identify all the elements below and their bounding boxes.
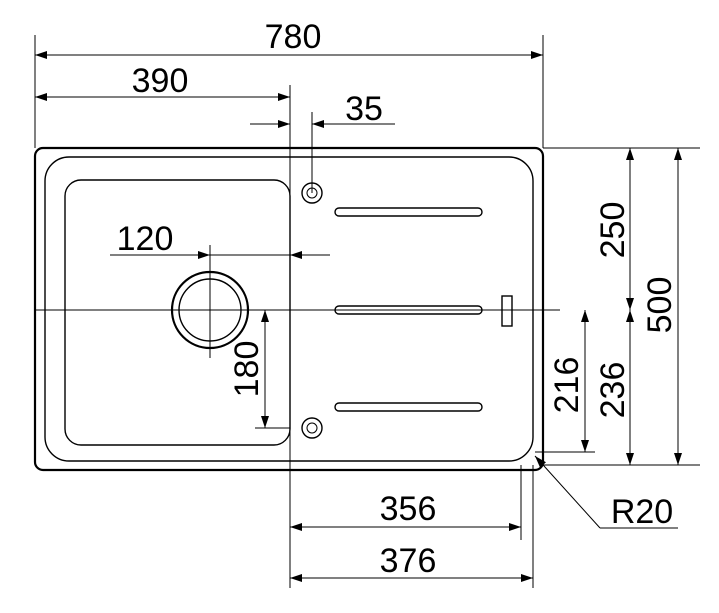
dimension-500: 500 <box>641 148 682 465</box>
dim-250-label: 250 <box>594 202 632 259</box>
bowl <box>64 179 291 446</box>
drainer-ribs <box>334 207 513 412</box>
dimension-390: 390 <box>35 62 290 101</box>
sink-inner-rim <box>44 156 534 462</box>
dim-390-label: 390 <box>132 62 189 100</box>
dimension-356: 356 <box>290 490 521 531</box>
sink-outline <box>33 146 545 472</box>
bowl-outline <box>64 179 291 446</box>
dimension-250: 250 <box>594 148 634 310</box>
dimension-120: 120 <box>110 220 330 259</box>
dimension-216: 216 <box>548 310 589 452</box>
drainer-rib-bottom <box>334 402 483 412</box>
dim-236-label: 236 <box>594 362 632 419</box>
dim-780-label: 780 <box>265 18 322 56</box>
dim-376-label: 376 <box>380 542 437 580</box>
dim-180-label: 180 <box>228 341 266 398</box>
dim-500-label: 500 <box>641 277 679 334</box>
sink-outer-rim <box>33 146 545 472</box>
dim-216-label: 216 <box>548 357 586 414</box>
dimension-780: 780 <box>35 18 543 59</box>
dimension-180: 180 <box>228 310 269 428</box>
tap-hole-bottom-inner <box>306 422 318 434</box>
dimension-r20: R20 <box>534 455 678 531</box>
dimension-236: 236 <box>594 310 634 465</box>
tap-hole-bottom-outer <box>301 417 323 439</box>
dim-120-label: 120 <box>117 220 174 258</box>
overflow-slot <box>501 295 513 327</box>
dim-r20-label: R20 <box>611 493 673 531</box>
dim-r20-leader <box>534 455 601 529</box>
dim-356-label: 356 <box>380 490 437 528</box>
dim-35-label: 35 <box>345 90 383 128</box>
drainer-rib-top <box>334 207 483 217</box>
dimension-35: 35 <box>250 90 395 128</box>
dimension-376: 376 <box>290 542 533 582</box>
